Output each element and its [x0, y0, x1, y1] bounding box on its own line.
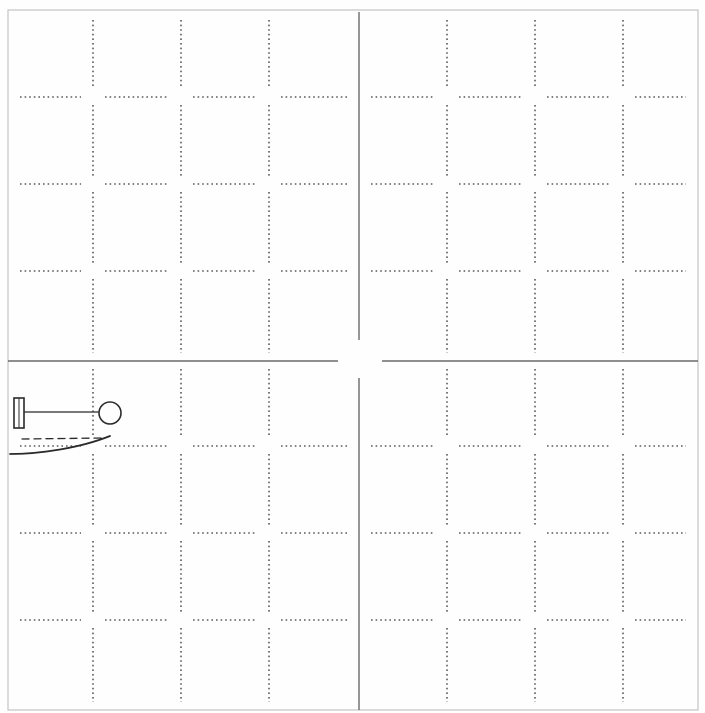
pendulum-sketch-icon [10, 398, 121, 454]
sheet-frame [8, 10, 698, 710]
sketch-dashed-line [22, 438, 104, 439]
sketch-bob [99, 402, 121, 424]
